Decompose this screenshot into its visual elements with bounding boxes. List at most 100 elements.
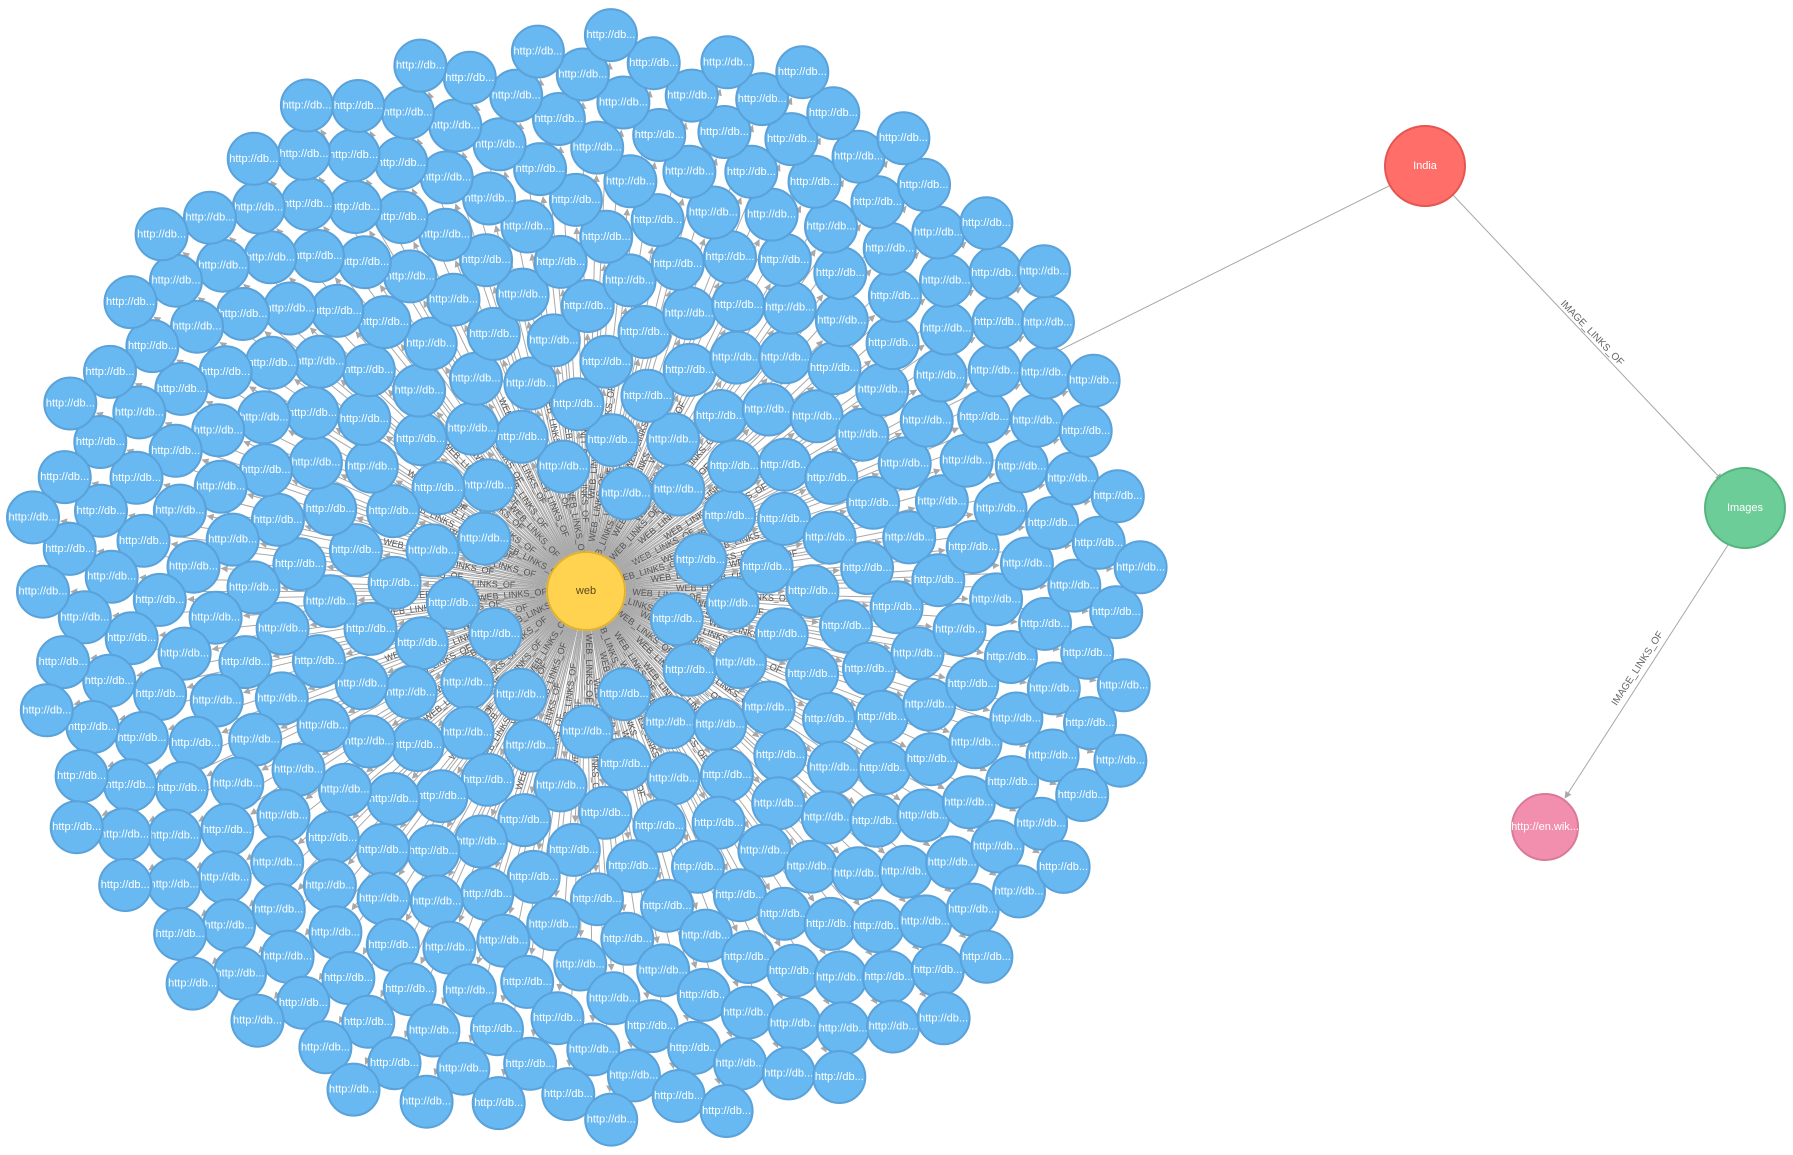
leaf-node[interactable]: http://db...	[700, 35, 755, 90]
leaf-node-circle[interactable]	[959, 929, 1014, 984]
leaf-node[interactable]: http://db...	[850, 899, 905, 954]
leaf-node-circle[interactable]	[789, 389, 844, 444]
leaf-node-circle[interactable]	[1018, 345, 1073, 400]
leaf-node-circle[interactable]	[570, 120, 625, 175]
leaf-node[interactable]: http://db...	[114, 711, 169, 766]
leaf-node-circle[interactable]	[1096, 658, 1151, 713]
leaf-node-circle[interactable]	[460, 867, 515, 922]
leaf-node[interactable]: http://db...	[866, 999, 921, 1054]
leaf-node-circle[interactable]	[457, 511, 512, 566]
leaf-node-circle[interactable]	[383, 665, 438, 720]
leaf-node[interactable]: http://db...	[959, 196, 1014, 251]
leaf-node[interactable]: http://db...	[103, 758, 158, 813]
images-node-circle[interactable]	[1704, 467, 1786, 549]
leaf-node[interactable]: http://db...	[168, 715, 223, 770]
leaf-node[interactable]: http://db...	[968, 245, 1023, 300]
leaf-node[interactable]: http://db...	[967, 343, 1022, 398]
leaf-node-circle[interactable]	[256, 788, 311, 843]
leaf-node-circle[interactable]	[250, 835, 305, 890]
leaf-node[interactable]: http://db...	[1009, 393, 1064, 448]
leaf-node[interactable]: http://db...	[784, 839, 839, 894]
leaf-node-circle[interactable]	[646, 751, 701, 806]
leaf-node-circle[interactable]	[65, 700, 120, 754]
leaf-node-circle[interactable]	[414, 769, 469, 824]
leaf-node[interactable]: http://db...	[913, 348, 968, 403]
leaf-node-circle[interactable]	[762, 280, 817, 335]
leaf-node-circle[interactable]	[125, 319, 180, 374]
leaf-node[interactable]: http://db...	[308, 905, 363, 960]
leaf-node-circle[interactable]	[640, 878, 694, 933]
leaf-node-circle[interactable]	[632, 108, 687, 162]
leaf-node[interactable]: http://db...	[390, 718, 445, 772]
leaf-node[interactable]: http://db...	[751, 776, 806, 831]
leaf-node-circle[interactable]	[255, 601, 310, 656]
leaf-node-circle[interactable]	[83, 344, 137, 399]
leaf-node-circle[interactable]	[896, 788, 951, 843]
leaf-node-circle[interactable]	[899, 393, 954, 448]
leaf-node-circle[interactable]	[646, 412, 701, 467]
leaf-node-circle[interactable]	[970, 819, 1025, 874]
leaf-node[interactable]: http://db...	[897, 157, 951, 212]
leaf-node[interactable]: http://db...	[230, 993, 285, 1048]
leaf-node-circle[interactable]	[630, 193, 685, 248]
leaf-node[interactable]: http://db...	[814, 293, 869, 348]
leaf-node[interactable]: http://db...	[328, 180, 383, 234]
leaf-node-circle[interactable]	[548, 172, 603, 227]
leaf-node-circle[interactable]	[272, 537, 327, 592]
leaf-node[interactable]: http://db...	[1036, 839, 1091, 894]
leaf-node-circle[interactable]	[711, 278, 766, 333]
leaf-node-circle[interactable]	[288, 435, 343, 490]
leaf-node[interactable]: http://db...	[285, 385, 340, 440]
leaf-node[interactable]: http://db...	[36, 635, 91, 690]
leaf-node-circle[interactable]	[1026, 661, 1081, 716]
leaf-node-circle[interactable]	[983, 630, 1038, 684]
leaf-node-circle[interactable]	[741, 382, 796, 437]
leaf-node[interactable]: http://db...	[153, 907, 208, 961]
node-wiki[interactable]: http://en.wik...	[1511, 793, 1579, 861]
leaf-node-circle[interactable]	[606, 839, 660, 894]
leaf-node-circle[interactable]	[277, 126, 331, 181]
leaf-node-circle[interactable]	[807, 740, 861, 795]
leaf-node[interactable]: http://db...	[374, 136, 429, 190]
leaf-node-circle[interactable]	[403, 316, 458, 371]
leaf-node-circle[interactable]	[303, 574, 358, 629]
leaf-node-circle[interactable]	[279, 78, 334, 133]
leaf-node-circle[interactable]	[968, 245, 1023, 300]
leaf-node[interactable]: http://db...	[260, 929, 315, 984]
leaf-node[interactable]: http://db...	[957, 389, 1012, 444]
leaf-node[interactable]: http://db...	[598, 466, 653, 521]
leaf-node-circle[interactable]	[494, 409, 549, 464]
leaf-node[interactable]: http://db...	[699, 1084, 754, 1138]
leaf-node-circle[interactable]	[533, 234, 588, 289]
leaf-node-circle[interactable]	[374, 136, 429, 190]
leaf-node[interactable]: http://db...	[899, 393, 954, 448]
leaf-node-circle[interactable]	[263, 281, 317, 336]
leaf-node[interactable]: http://db...	[326, 128, 381, 183]
leaf-node-circle[interactable]	[878, 844, 933, 899]
leaf-node[interactable]: http://db...	[445, 401, 500, 456]
leaf-node-circle[interactable]	[153, 907, 208, 961]
leaf-node-circle[interactable]	[200, 802, 255, 857]
leaf-node-circle[interactable]	[919, 301, 974, 356]
leaf-node[interactable]: http://db...	[855, 362, 910, 417]
leaf-node-circle[interactable]	[804, 450, 859, 505]
leaf-node-circle[interactable]	[226, 560, 281, 615]
leaf-node[interactable]: http://db...	[1093, 733, 1148, 788]
leaf-node-circle[interactable]	[705, 576, 760, 631]
leaf-node[interactable]: http://db...	[154, 761, 209, 816]
leaf-node[interactable]: http://db...	[807, 740, 861, 795]
leaf-node[interactable]: http://db...	[460, 867, 515, 922]
leaf-node-circle[interactable]	[925, 835, 980, 890]
leaf-node-circle[interactable]	[436, 1041, 491, 1096]
leaf-node-circle[interactable]	[166, 539, 221, 594]
leaf-node-circle[interactable]	[865, 316, 920, 371]
leaf-node[interactable]: http://db...	[279, 78, 334, 133]
leaf-node-circle[interactable]	[503, 1036, 558, 1091]
leaf-node-circle[interactable]	[913, 348, 968, 403]
leaf-node[interactable]: http://db...	[651, 1069, 706, 1123]
leaf-node-circle[interactable]	[583, 8, 638, 63]
leaf-node-circle[interactable]	[850, 899, 905, 954]
leaf-node[interactable]: http://db...	[1090, 469, 1145, 524]
leaf-node-circle[interactable]	[497, 793, 552, 848]
leaf-node[interactable]: http://db...	[713, 1036, 768, 1091]
